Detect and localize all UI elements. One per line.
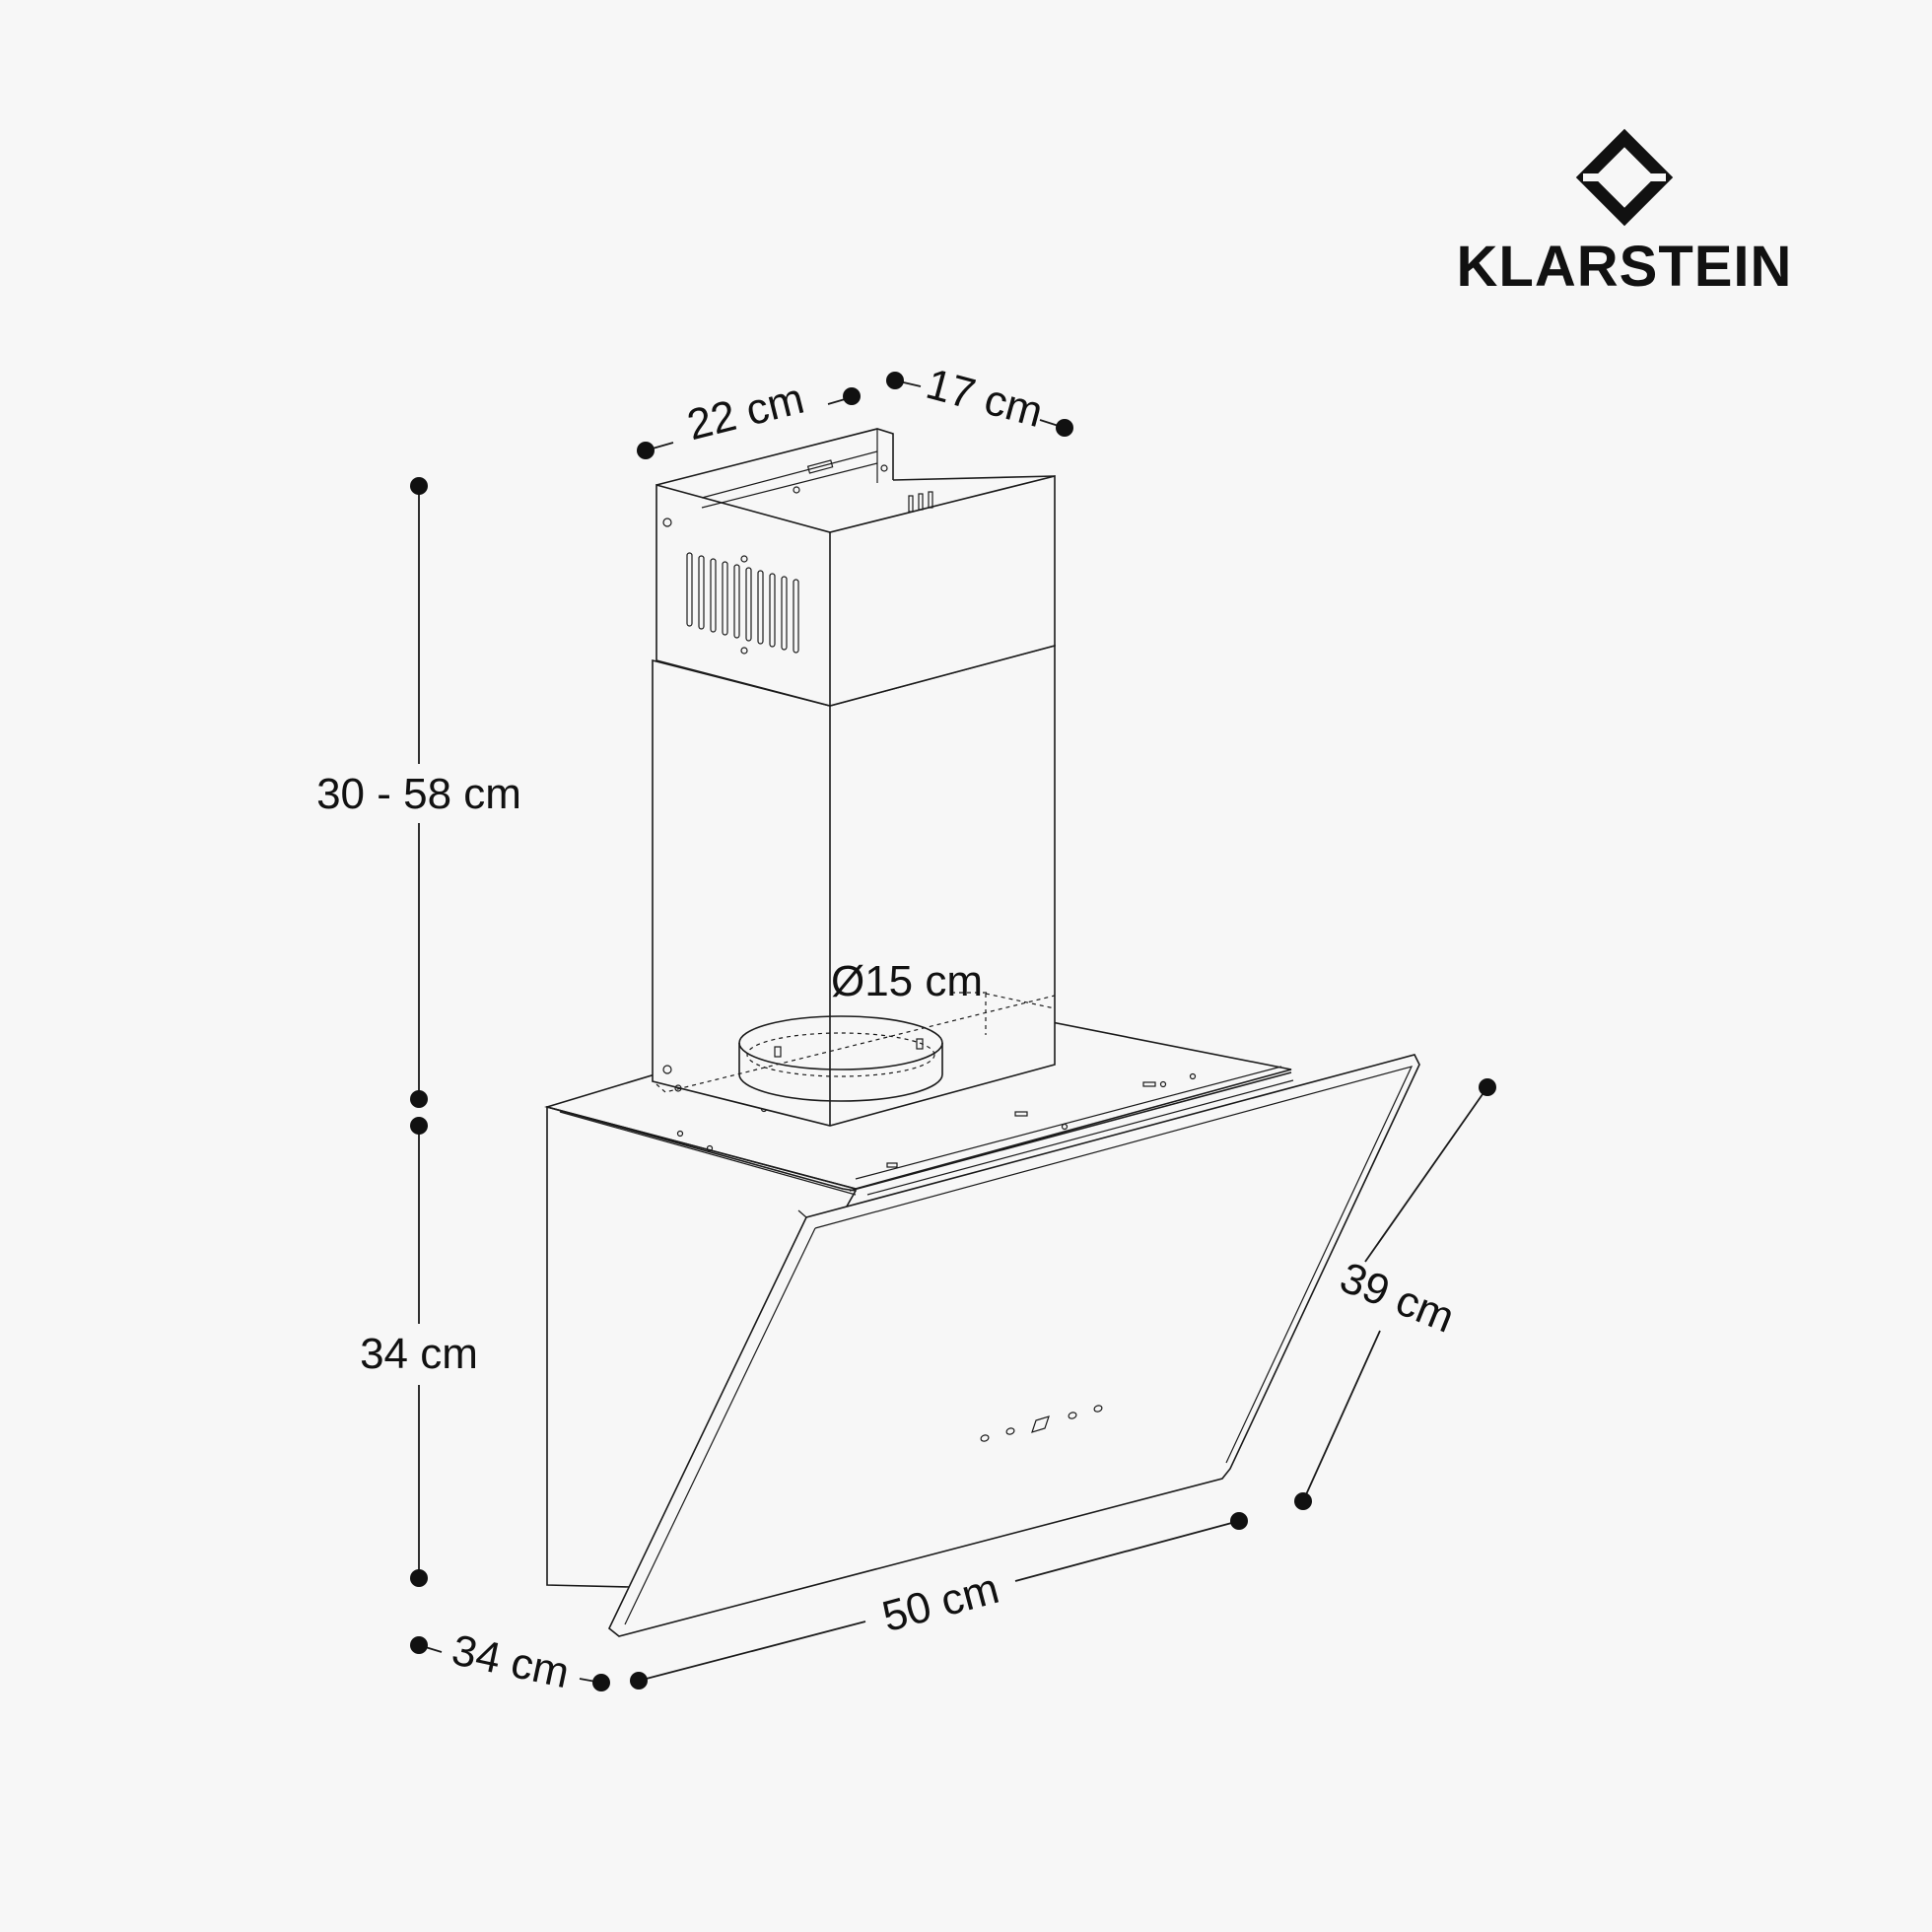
label-width: 50 cm <box>877 1564 1003 1641</box>
duct-collar <box>656 993 1056 1102</box>
label-chimney-height: 30 - 58 cm <box>316 770 521 818</box>
dimension-chimney-depth: 17 cm <box>886 360 1073 437</box>
vent-slots-icon <box>686 552 799 655</box>
label-chimney-depth: 17 cm <box>922 360 1048 437</box>
hood-body <box>544 995 1294 1588</box>
label-body-height: 34 cm <box>360 1330 478 1378</box>
dimension-chimney-width: 22 cm <box>637 375 861 459</box>
brand-name: KLARSTEIN <box>1457 235 1793 299</box>
label-chimney-width: 22 cm <box>682 375 808 450</box>
dimension-body-depth: 34 cm <box>410 1625 610 1697</box>
klarstein-logo-icon <box>1575 128 1674 227</box>
label-body-depth: 34 cm <box>448 1625 573 1697</box>
label-glass-depth: 39 cm <box>1334 1253 1461 1342</box>
glass-panel <box>608 1054 1420 1637</box>
dimension-duct-diameter: Ø15 cm <box>831 957 991 1005</box>
chimney <box>652 428 1056 1127</box>
label-duct-diameter: Ø15 cm <box>831 957 983 1005</box>
control-panel-icon <box>980 1405 1103 1442</box>
dimension-body-height: 34 cm <box>360 1117 478 1587</box>
dimension-chimney-height: 30 - 58 cm <box>316 477 521 1108</box>
